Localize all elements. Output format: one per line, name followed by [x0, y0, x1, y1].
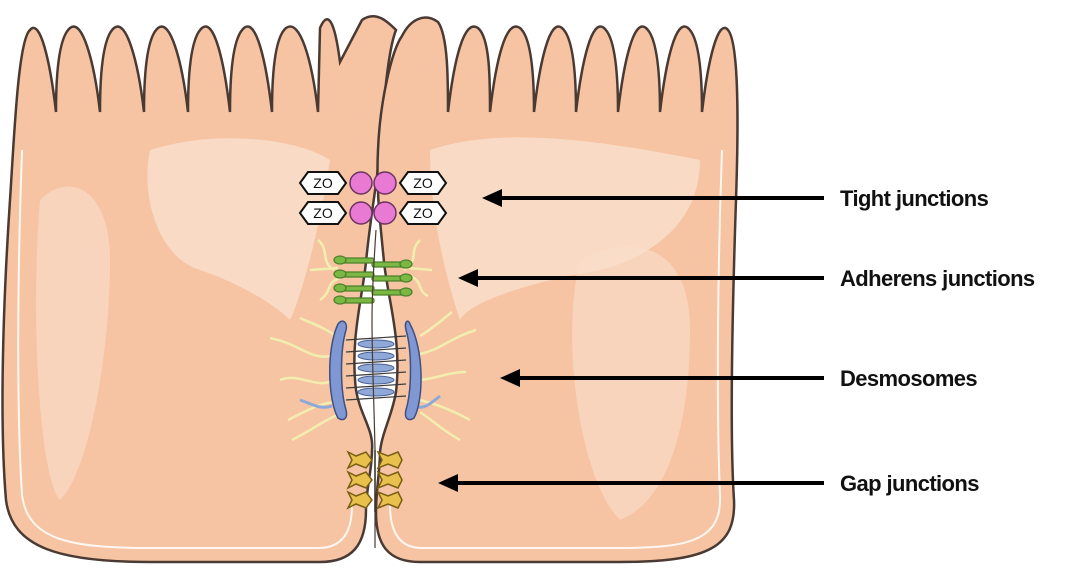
zo-protein: ZO: [300, 202, 346, 224]
desmoglein-core: [358, 340, 394, 396]
zo-label: ZO: [313, 205, 333, 221]
zo-protein: ZO: [400, 172, 446, 194]
zo-label: ZO: [313, 175, 333, 191]
claudin-protein: [350, 172, 372, 194]
label-tight-junctions: Tight junctions: [840, 186, 989, 211]
zo-label: ZO: [413, 205, 433, 221]
label-gap-junctions: Gap junctions: [840, 471, 979, 496]
zo-label: ZO: [413, 175, 433, 191]
zo-protein: ZO: [400, 202, 446, 224]
claudin-protein: [374, 202, 396, 224]
label-desmosomes: Desmosomes: [840, 366, 977, 391]
claudin-protein: [350, 202, 372, 224]
label-adherens-junctions: Adherens junctions: [840, 266, 1035, 291]
zo-protein: ZO: [300, 172, 346, 194]
claudin-protein: [374, 172, 396, 194]
right-epithelial-cell: [376, 18, 738, 562]
